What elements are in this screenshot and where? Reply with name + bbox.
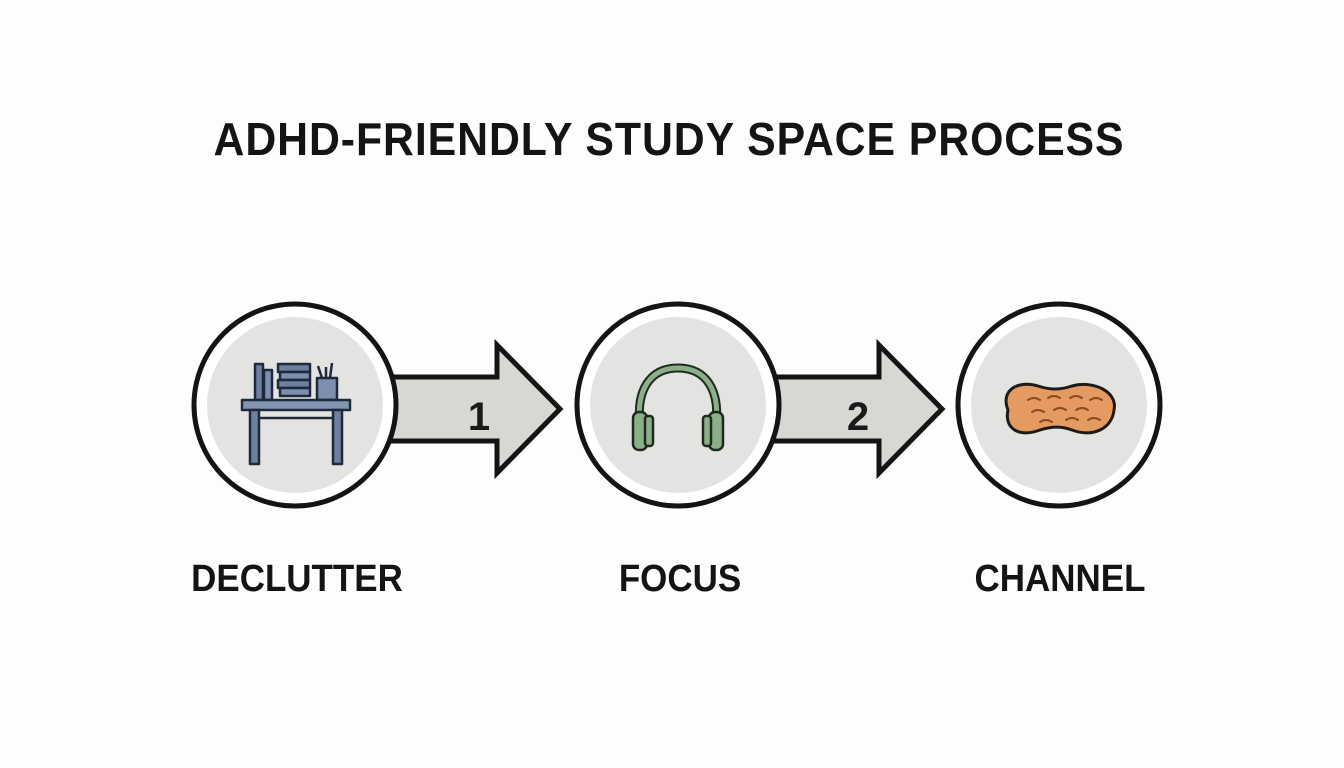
arrow-number-1: 1 — [468, 395, 490, 439]
desk-icon — [240, 362, 352, 466]
step-circle-declutter — [191, 301, 399, 509]
process-arrow-1: 1 — [387, 338, 564, 480]
step-label-channel: CHANNEL — [974, 558, 1146, 600]
process-arrow-2: 2 — [769, 338, 946, 480]
step-label-declutter: DECLUTTER — [191, 558, 403, 600]
page-title: ADHD-FRIENDLY STUDY SPACE PROCESS — [213, 113, 1125, 165]
step-circle-channel — [955, 301, 1163, 509]
step-label-focus: FOCUS — [618, 558, 742, 600]
arrow-number-2: 2 — [847, 395, 869, 439]
headphones-icon — [631, 363, 725, 452]
step-circle-focus — [574, 301, 782, 509]
fidget-putty-icon — [1004, 382, 1116, 435]
